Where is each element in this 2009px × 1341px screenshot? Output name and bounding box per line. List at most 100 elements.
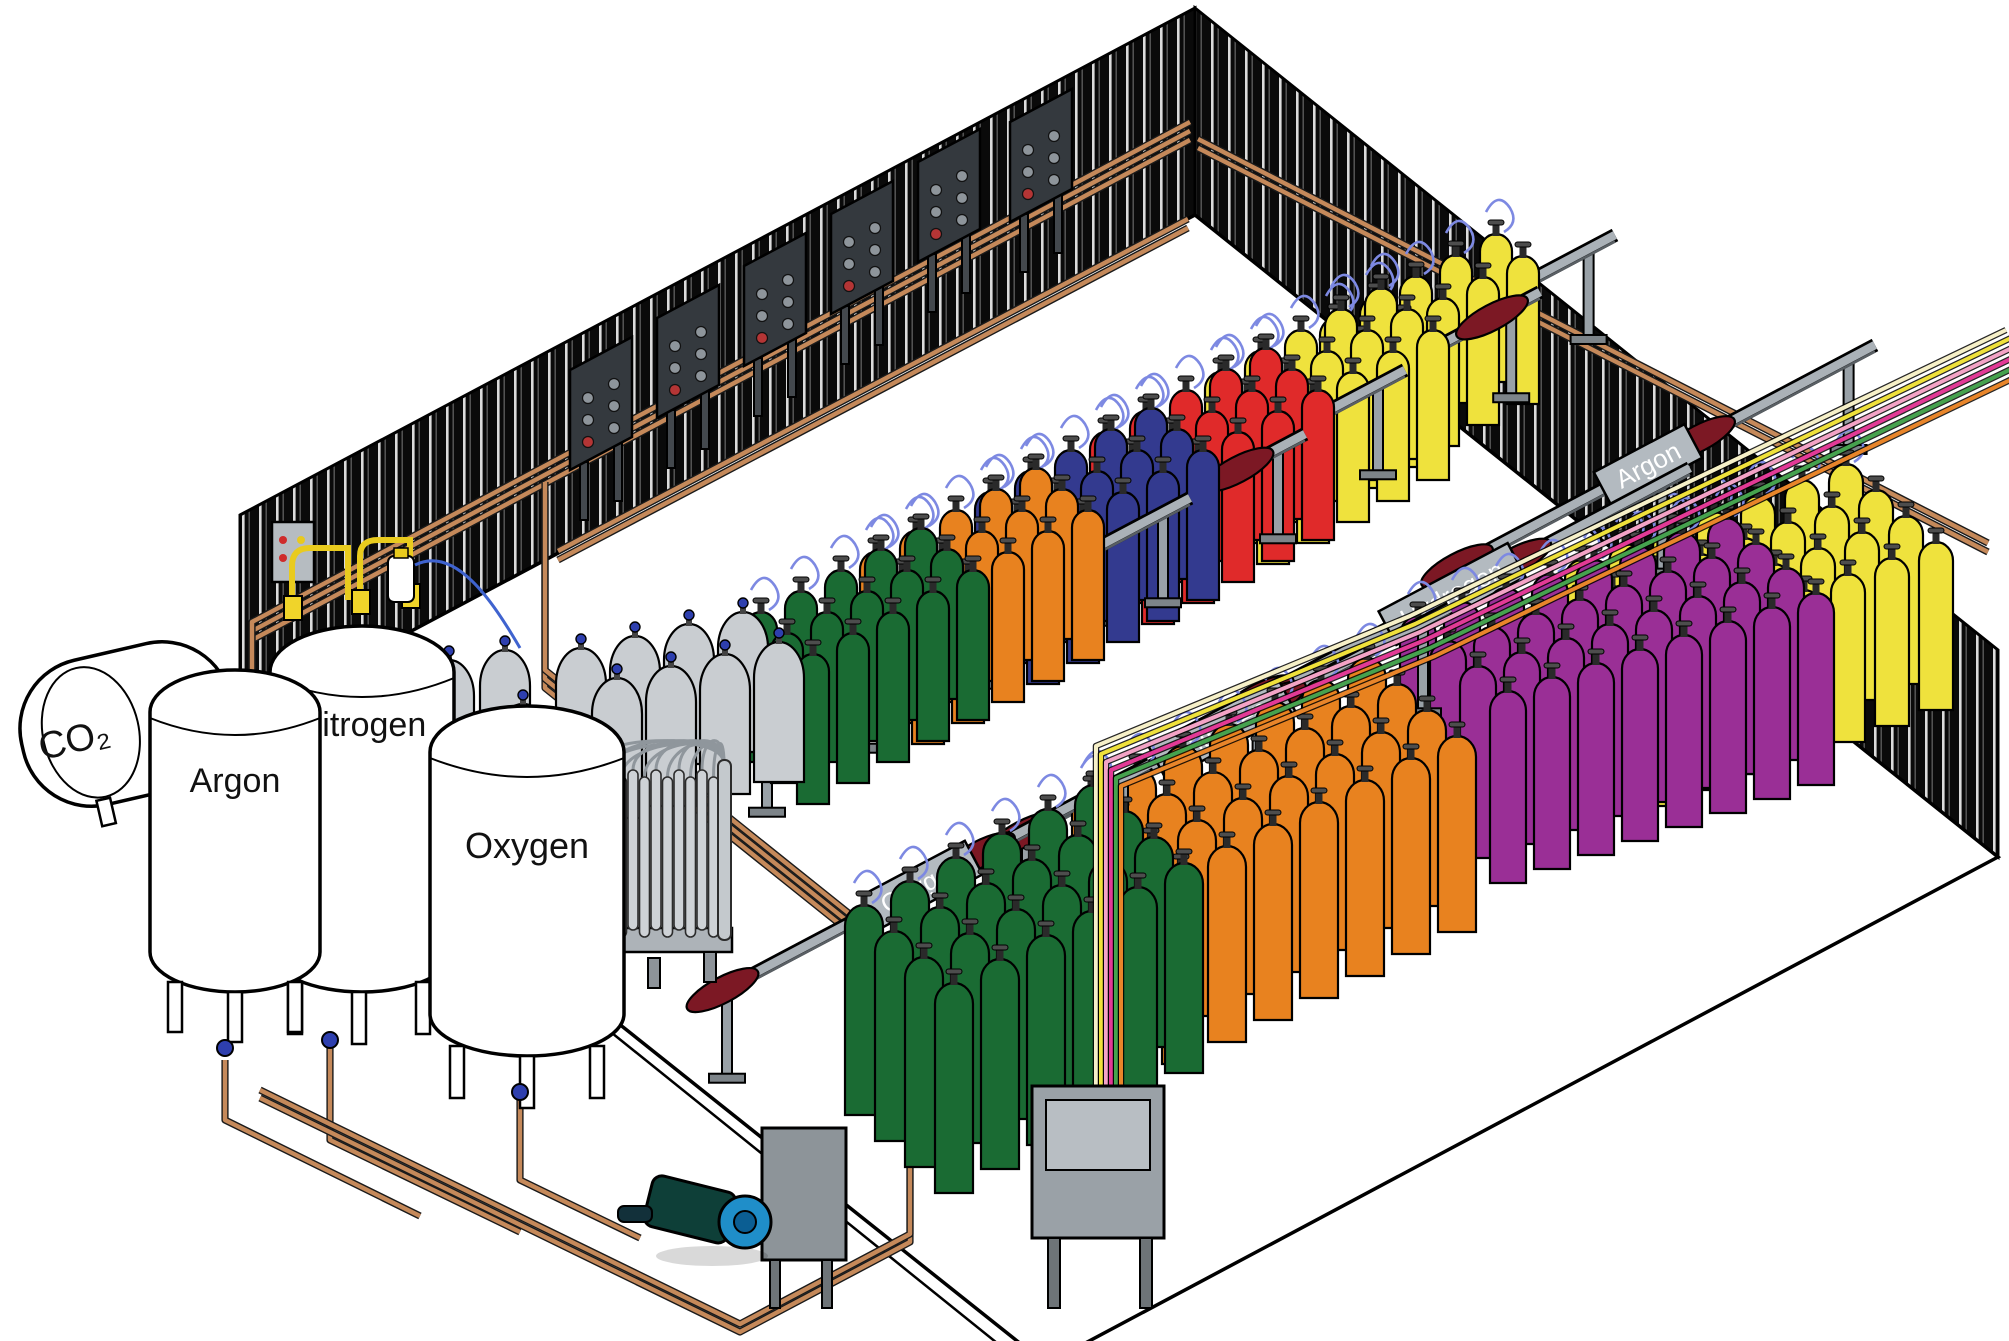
- cylinder-valve: [964, 555, 982, 562]
- fill-hose: [869, 513, 900, 549]
- cylinder-neck: [1142, 401, 1150, 413]
- cylinder-neck: [1548, 667, 1556, 679]
- cylinder-valve: [1779, 507, 1797, 514]
- tank-leg: [350, 990, 368, 1046]
- cylinder-neck: [877, 539, 885, 551]
- regulator-box: [283, 595, 303, 621]
- tank-seam: [149, 717, 321, 736]
- yellow-pipe: [357, 537, 413, 612]
- cylinder-valve: [855, 890, 873, 897]
- cylinder-neck: [1680, 625, 1688, 637]
- gas-cylinder: [1576, 661, 1616, 857]
- cylinder-neck: [1620, 575, 1628, 587]
- cylinder-neck: [1234, 422, 1242, 434]
- cylinder-valve: [1763, 592, 1781, 599]
- fill-hose: [1484, 198, 1515, 234]
- tank-leg: [286, 980, 304, 1034]
- tube-cylinder: [650, 769, 662, 931]
- gas-cylinder: [1488, 689, 1528, 885]
- cylinder-neck: [936, 897, 944, 909]
- cylinder-neck: [920, 947, 928, 959]
- cylinder-neck: [1173, 419, 1181, 431]
- cylinder-neck: [1053, 482, 1061, 494]
- tank-leg: [226, 990, 244, 1044]
- wall-manifold-panel: [1008, 86, 1074, 273]
- cylinder-valve: [991, 944, 1009, 951]
- cylinder-valve: [1777, 553, 1795, 560]
- panel-port: [929, 183, 943, 197]
- cylinder-neck: [943, 539, 951, 551]
- cylinder-valve: [977, 868, 995, 875]
- cylinder-neck: [952, 847, 960, 859]
- cylinder-valve: [1407, 261, 1425, 268]
- fill-hose: [944, 474, 975, 510]
- cylinder-valve: [1062, 435, 1080, 442]
- cylinder-neck: [837, 560, 845, 572]
- panel-port: [842, 235, 856, 249]
- cylinder-neck: [1133, 440, 1141, 452]
- tube-cylinder: [661, 776, 674, 938]
- cylinder-neck: [1844, 564, 1852, 576]
- gas-cylinder: [1829, 572, 1867, 744]
- cylinder-group-hydrogen: [1398, 482, 1836, 885]
- pump-inlet: [617, 1205, 653, 1223]
- cylinder-neck: [1518, 642, 1526, 654]
- panel-port: [581, 391, 595, 405]
- gas-cylinder: [873, 929, 915, 1143]
- fill-hose: [1364, 261, 1395, 297]
- tank-leg: [94, 796, 118, 828]
- copper-pipe: [222, 1060, 421, 1218]
- wall-manifold-panel: [829, 178, 895, 365]
- cylinder-valve: [1853, 517, 1871, 524]
- tube-cylinder: [673, 769, 685, 931]
- cylinder-valve: [884, 597, 902, 604]
- cylinder-neck: [1128, 443, 1136, 455]
- cylinder-valve: [1434, 283, 1452, 290]
- rails-and-cylinders-layer: ArgonCarbon DioxideHeliumNitrogenOxygenA…: [422, 198, 1955, 1195]
- cylinder-neck: [1018, 500, 1026, 512]
- cylinder-neck: [1606, 614, 1614, 626]
- cylinder-valve: [1243, 375, 1261, 382]
- fill-hose: [904, 495, 935, 531]
- fill-hose: [1254, 312, 1285, 348]
- cylinder-valve: [1326, 739, 1344, 746]
- rail-post: [1372, 383, 1384, 478]
- cylinder-valve: [752, 597, 770, 604]
- tank-leg: [414, 980, 432, 1036]
- cylinder-valve: [1154, 456, 1172, 463]
- cylinder-valve: [1356, 765, 1374, 772]
- cylinder-neck: [1208, 401, 1216, 413]
- tank-argon: Argon: [148, 668, 322, 1057]
- gas-cylinder: [1030, 529, 1066, 683]
- cylinder-neck: [1248, 380, 1256, 392]
- fill-hose: [852, 869, 883, 905]
- copper-pipe: [327, 1045, 521, 1234]
- fill-hose: [1174, 354, 1205, 390]
- pump-shadow: [656, 1246, 768, 1266]
- cylinder-neck: [1032, 458, 1040, 470]
- fill-hose: [829, 534, 860, 570]
- cylinder-valve: [1543, 662, 1561, 669]
- cylinder-valve: [1069, 820, 1087, 827]
- cylinder-valve: [931, 892, 949, 899]
- cylinder-neck: [1283, 362, 1291, 374]
- cylinder-neck: [1271, 692, 1279, 704]
- cylinder-valve: [832, 555, 850, 562]
- cylinder-valve: [915, 942, 933, 949]
- cylinder-valve: [1023, 844, 1041, 851]
- fill-panel-station: [760, 1084, 1166, 1309]
- cylinder-neck: [1337, 299, 1345, 311]
- cylinder-neck: [978, 521, 986, 533]
- cylinder-valve: [1217, 354, 1235, 361]
- supply-hose: [1114, 367, 2009, 1124]
- cylinder-neck: [1301, 718, 1309, 730]
- cylinder-neck: [950, 973, 958, 985]
- panel-leg: [1139, 1237, 1153, 1309]
- cylinder-neck: [1147, 398, 1155, 410]
- cylinder-valve: [1257, 333, 1275, 340]
- cylinder-valve: [999, 537, 1017, 544]
- rail-foot: [1569, 333, 1608, 345]
- cylinder-neck: [1502, 578, 1510, 590]
- gas-cylinder: [1375, 349, 1411, 503]
